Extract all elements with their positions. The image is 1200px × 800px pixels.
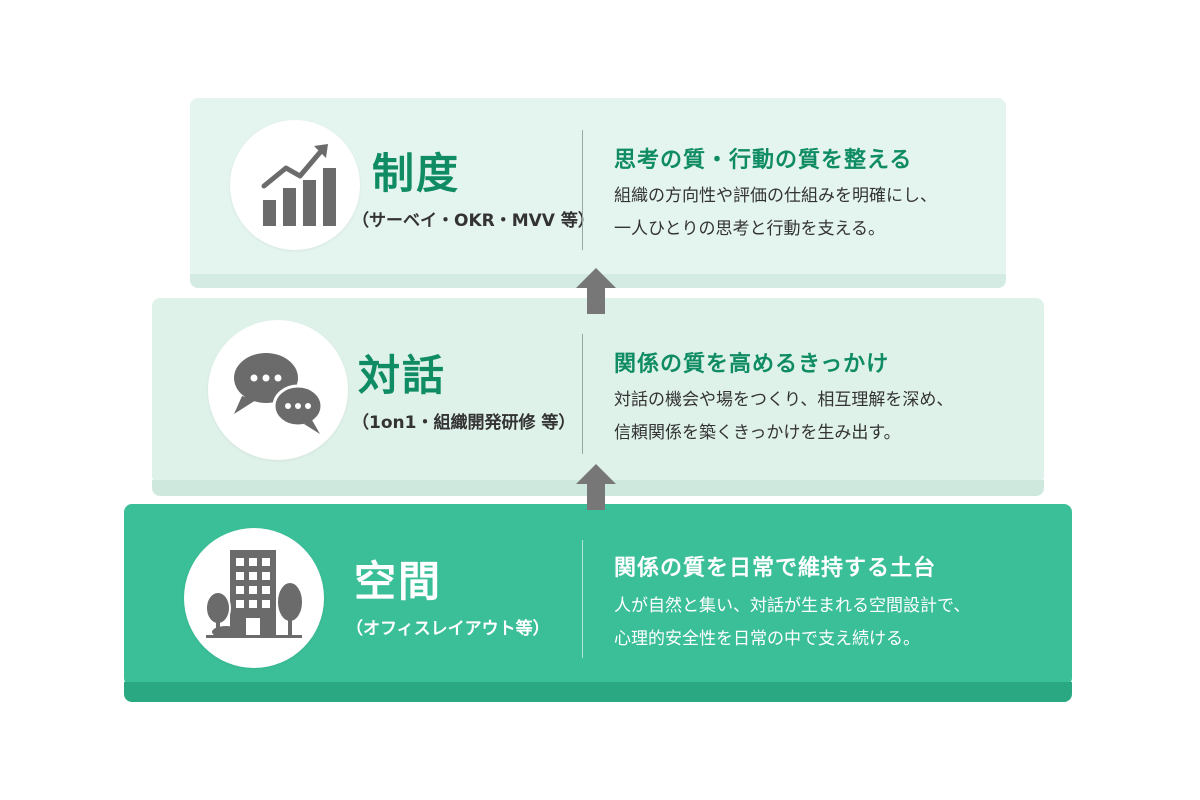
tier-seido: 制度 （サーベイ・OKR・MVV 等） 思考の質・行動の質を整える 組織の方向性… [190, 98, 1006, 288]
tier-desc-line-2: 一人ひとりの思考と行動を支える。 [614, 219, 885, 239]
divider [582, 334, 583, 454]
office-building-icon [184, 528, 324, 668]
tier-heading: 関係の質を高めるきっかけ [614, 352, 890, 377]
tier-kukan: 空間 （オフィスレイアウト等） 関係の質を日常で維持する土台 人が自然と集い、対… [124, 504, 1072, 702]
up-arrow-icon [576, 268, 616, 314]
tier-desc-line-1: 対話の機会や場をつくり、相互理解を深め、 [614, 390, 954, 410]
tier-subtitle: （1on1・組織開発研修 等） [352, 413, 576, 433]
growth-chart-icon [230, 120, 360, 250]
tier-taiwa: 対話 （1on1・組織開発研修 等） 関係の質を高めるきっかけ 対話の機会や場を… [152, 298, 1044, 496]
chat-bubbles-icon [208, 320, 348, 460]
tier-desc-line-1: 人が自然と集い、対話が生まれる空間設計で、 [614, 596, 971, 616]
tier-desc-line-2: 信頼関係を築くきっかけを生み出す。 [614, 423, 901, 443]
up-arrow-icon [576, 464, 616, 510]
tier-heading: 思考の質・行動の質を整える [614, 148, 913, 173]
divider [582, 540, 583, 658]
tier-title: 対話 [358, 351, 447, 400]
tier-heading: 関係の質を日常で維持する土台 [614, 556, 937, 581]
tier-desc-line-1: 組織の方向性や評価の仕組みを明確にし、 [614, 186, 937, 206]
tier-title: 制度 [372, 149, 461, 198]
divider [582, 130, 583, 250]
tier-edge [124, 682, 1072, 702]
tier-subtitle: （サーベイ・OKR・MVV 等） [352, 211, 595, 231]
tier-title: 空間 [354, 557, 443, 606]
tier-desc-line-2: 心理的安全性を日常の中で支え続ける。 [614, 629, 920, 649]
tier-subtitle: （オフィスレイアウト等） [346, 619, 550, 639]
